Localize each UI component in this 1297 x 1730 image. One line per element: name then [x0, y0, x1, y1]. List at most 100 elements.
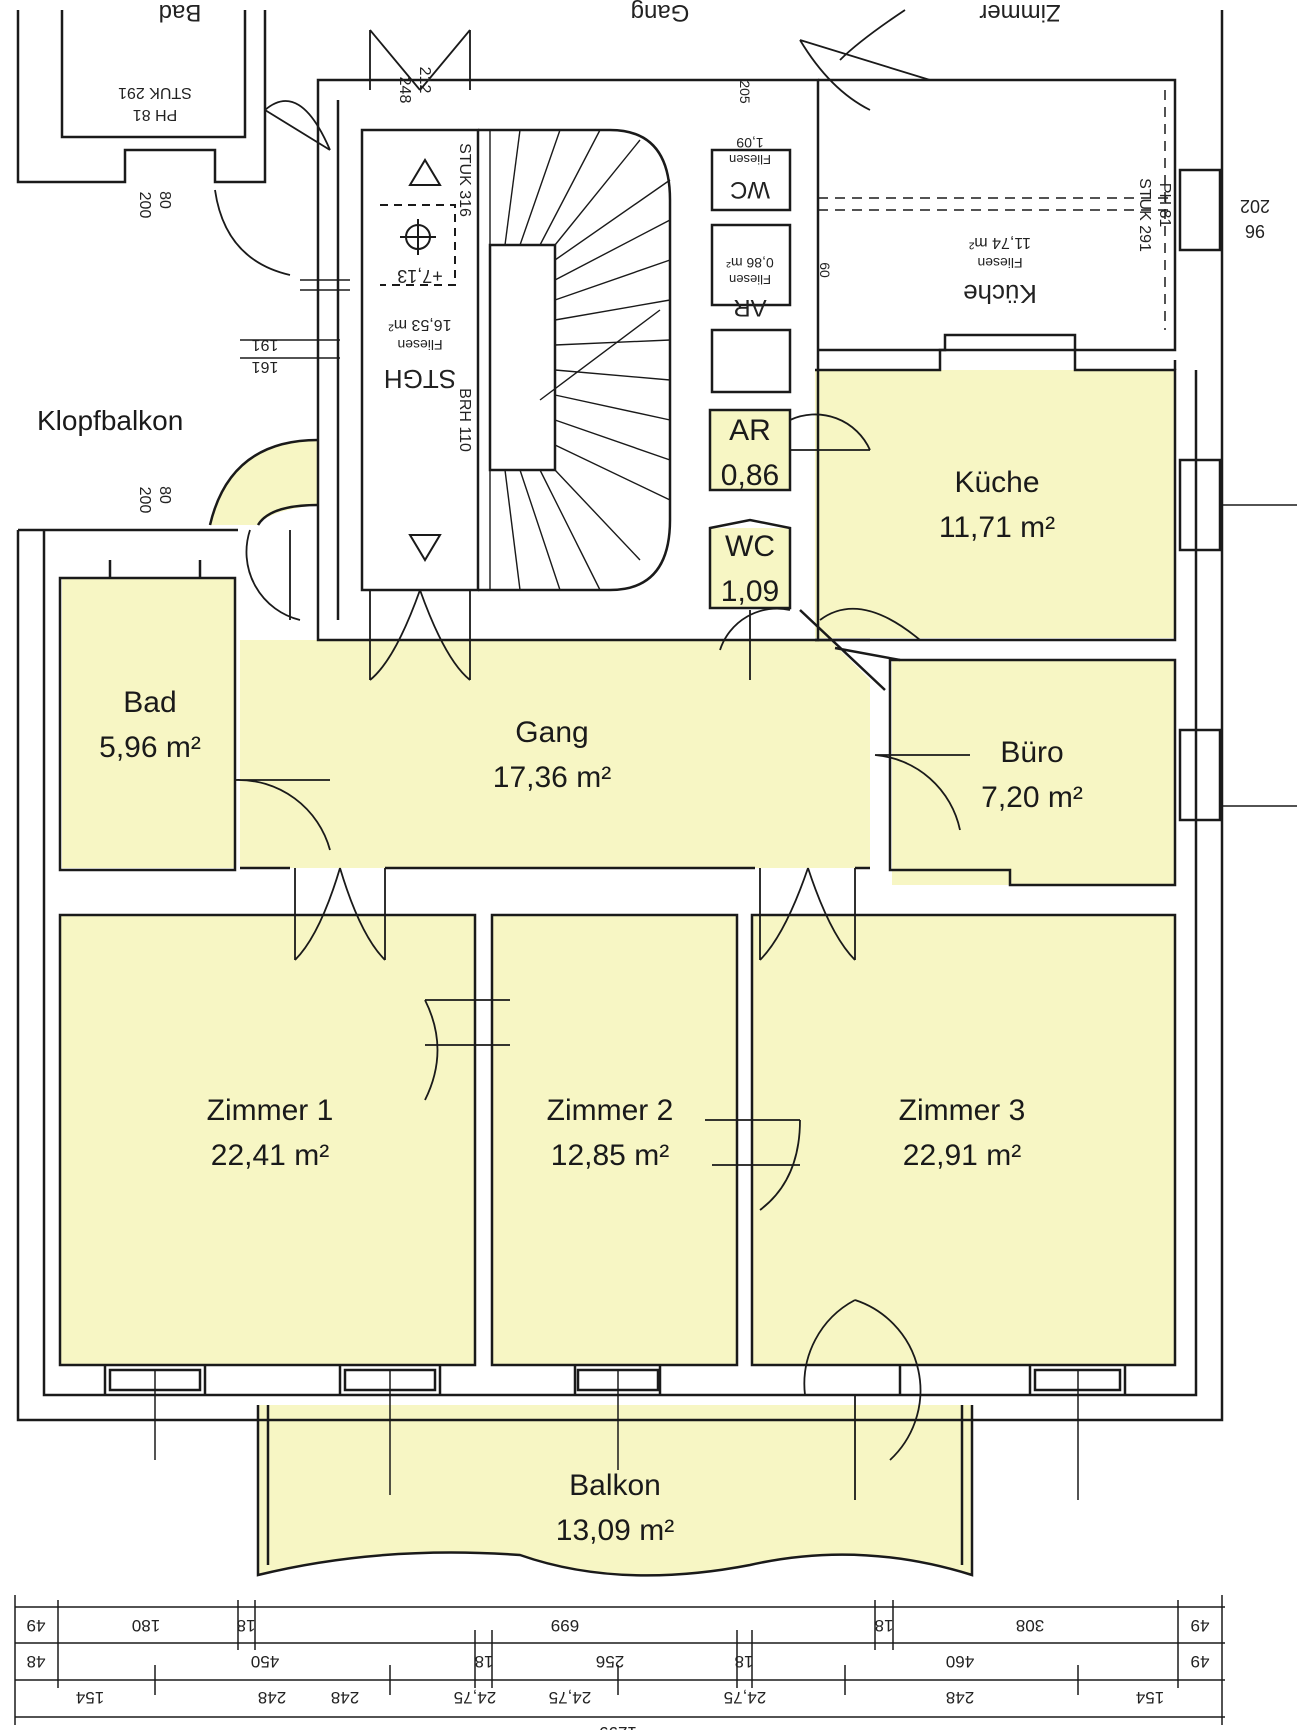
wc-upside-area: 1,09: [736, 135, 763, 151]
bad-floor: [62, 578, 236, 868]
zimmer1-area: 22,41 m²: [211, 1139, 329, 1172]
stgh-sub-label: Fliesen: [397, 337, 442, 353]
dim-row1-6: 49: [1191, 1616, 1210, 1635]
zimmer1-name: Zimmer 1: [207, 1094, 334, 1127]
dim-row1-1: 180: [132, 1616, 160, 1635]
gang-area: 17,36 m²: [493, 761, 611, 794]
ar-name: AR: [729, 414, 771, 447]
doors: [214, 9, 970, 1500]
ph81-left-label: PH 81: [133, 106, 178, 123]
stgh-level-label: +7,13: [397, 266, 443, 286]
bad-area: 5,96 m²: [99, 731, 201, 764]
zimmer2-area: 12,85 m²: [551, 1139, 669, 1172]
bad-upside-label: Bad: [159, 0, 202, 26]
stgh-label: STGH: [384, 364, 456, 394]
dim-205-label: 205: [737, 80, 753, 104]
kueche-upside-sub: Fliesen: [977, 255, 1022, 271]
dim-row3-5: 24,75: [724, 1688, 767, 1707]
dim-total: 1299: [599, 1723, 637, 1730]
dim-row3-7: 154: [1136, 1688, 1164, 1707]
kueche-area: 11,71 m²: [939, 511, 1055, 544]
dim-row1-2: 18: [237, 1616, 256, 1635]
dimension-labels: 49 180 18 699 18 308 49 48 450 18 256 18…: [27, 1616, 1210, 1730]
triangle-up-icon: [408, 158, 442, 186]
wc-floor: [710, 528, 790, 608]
dim-248-label: 248: [396, 77, 413, 104]
dim-row2-4: 18: [735, 1652, 754, 1671]
dim-202-label: 202: [1240, 196, 1270, 216]
dim-161-label: 161: [252, 358, 279, 375]
balkon-area: 13,09 m²: [556, 1514, 674, 1547]
dim-row3-3: 24,75: [454, 1688, 497, 1707]
kueche-upside-label: Küche: [963, 279, 1037, 309]
dim-row1-3: 699: [551, 1616, 579, 1635]
dim-row1-5: 308: [1016, 1616, 1044, 1635]
dim-row3-1: 248: [258, 1688, 286, 1707]
dim-200-mid-label: 200: [136, 487, 153, 514]
stuk291-left-label: STUK 291: [118, 84, 192, 101]
stuk-316-label: STUK 316: [456, 143, 473, 217]
kueche-floor: [815, 370, 1175, 638]
dim-191-label: 191: [252, 336, 279, 353]
upside-down-labels: STGH Fliesen 16,53 m² +7,13 STUK 316 BRH…: [118, 0, 1270, 513]
dimension-lines: [14, 1595, 1225, 1725]
dim-row3-6: 248: [946, 1688, 974, 1707]
dim-row3-2: 248: [331, 1688, 359, 1707]
triangle-down-icon: [408, 534, 442, 562]
balkon-name: Balkon: [569, 1469, 661, 1502]
dim-row2-1: 450: [251, 1652, 279, 1671]
gang-floor: [240, 640, 870, 868]
buero-floor: [892, 660, 1174, 885]
kueche-upside-area: 11,74 m²: [968, 234, 1031, 251]
dim-row2-0: 48: [27, 1652, 46, 1671]
wc-upside-label: WC: [730, 176, 770, 203]
bad-name: Bad: [123, 686, 176, 719]
gang-upside-label: Gang: [631, 0, 690, 26]
stair-treads: [489, 129, 671, 591]
dim-row1-4: 18: [875, 1616, 894, 1635]
dim-row3-4: 24,75: [549, 1688, 592, 1707]
wc-upside-sub: Fliesen: [729, 152, 771, 167]
dim-60-label: 60: [817, 262, 833, 278]
walls: [16, 10, 1224, 1577]
dashed-lines: [818, 90, 1170, 330]
zimmer2-floor: [492, 915, 737, 1365]
dim-row2-3: 256: [596, 1652, 624, 1671]
ar-upside-sub: Fliesen: [729, 272, 771, 287]
dim-212-label: 212: [416, 67, 433, 94]
klopfbalkon-label: Klopfbalkon: [37, 405, 183, 436]
dim-row3-0: 154: [76, 1688, 104, 1707]
dim-96-label: 96: [1245, 221, 1265, 241]
dim-row2-2: 18: [475, 1652, 494, 1671]
zimmer-upside-label: Zimmer: [979, 0, 1060, 26]
klopfbalkon-floor: [210, 440, 318, 525]
buero-name: Büro: [1000, 736, 1063, 769]
dim-80-top-label: 80: [156, 191, 173, 209]
brh-110-label: BRH 110: [456, 388, 473, 452]
ph81-right-label: PH 81: [1156, 183, 1173, 228]
kueche-name: Küche: [954, 466, 1039, 499]
zimmer1-floor: [60, 915, 475, 1365]
window-lines: [154, 279, 1297, 1500]
ar-area: 0,86: [721, 459, 779, 492]
zimmer3-area: 22,91 m²: [903, 1139, 1021, 1172]
ar-floor: [710, 410, 790, 490]
ar-upside-area: 0,86 m²: [726, 255, 774, 271]
stair-symbols: [380, 158, 456, 562]
gang-name: Gang: [515, 716, 588, 749]
zimmer3-floor: [752, 915, 1175, 1365]
zimmer3-name: Zimmer 3: [899, 1094, 1026, 1127]
wc-name: WC: [725, 530, 775, 563]
ar-upside-label: AR: [733, 294, 766, 321]
wc-area: 1,09: [721, 575, 779, 608]
dim-row2-6: 49: [1191, 1652, 1210, 1671]
floor-fills: [60, 370, 1175, 1576]
room-labels: Klopfbalkon Bad 5,96 m² Gang 17,36 m² Kü…: [37, 405, 1083, 1547]
dim-row1-0: 49: [27, 1616, 46, 1635]
stgh-area-label: 16,53 m²: [388, 316, 452, 333]
stuk291-right-label: STUK 291: [1136, 178, 1153, 252]
balkon-floor: [258, 1405, 972, 1576]
dim-200-top-label: 200: [136, 192, 153, 219]
zimmer2-name: Zimmer 2: [547, 1094, 674, 1127]
